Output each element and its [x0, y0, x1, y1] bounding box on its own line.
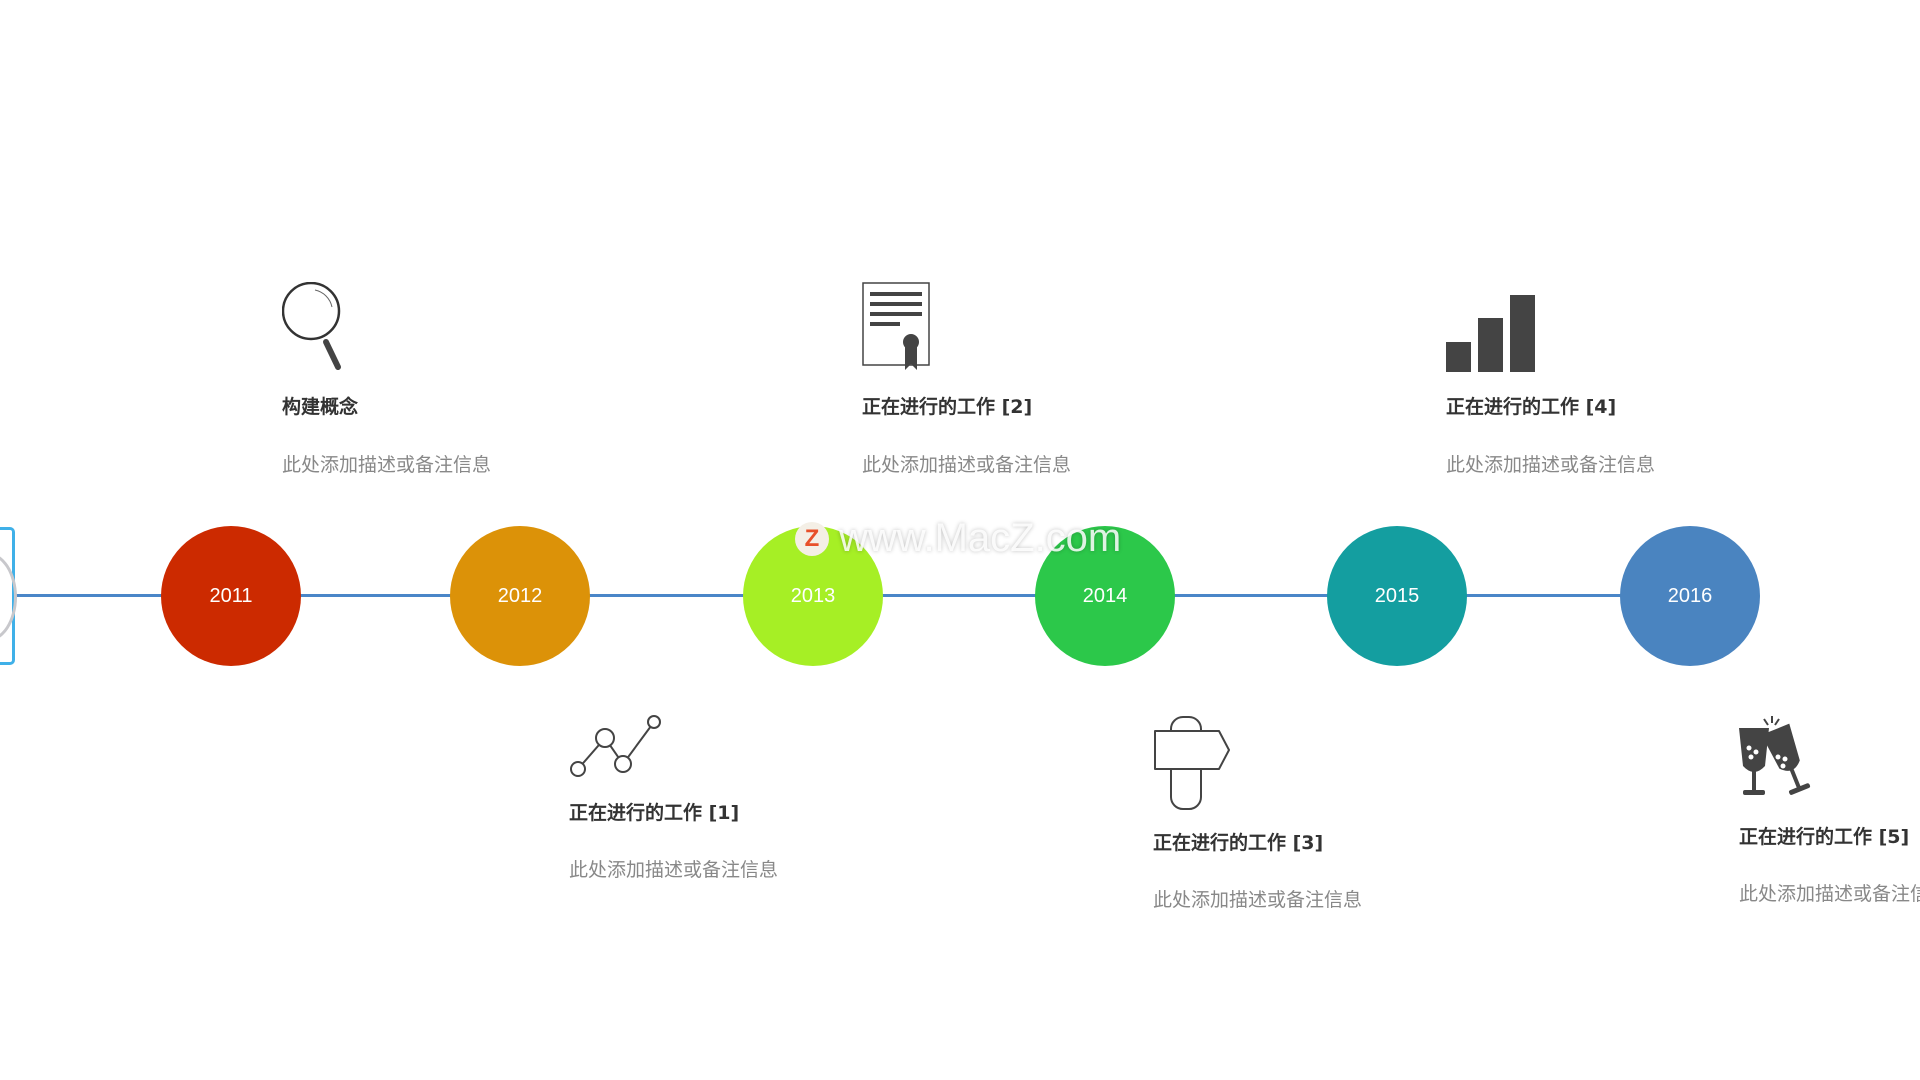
- milestone-desc: 此处添加描述或备注信息: [1153, 889, 1363, 911]
- certificate-icon: [862, 282, 930, 370]
- milestone-desc: 此处添加描述或备注信息: [1446, 454, 1656, 476]
- selected-shape-handle[interactable]: [0, 527, 17, 665]
- milestone-title: 构建概念: [282, 396, 359, 418]
- year-node-2014[interactable]: 2014: [1035, 526, 1175, 666]
- milestone-desc: 此处添加描述或备注信息: [1739, 883, 1920, 905]
- milestone-title: 正在进行的工作 [4]: [1446, 396, 1617, 418]
- year-node-2011[interactable]: 2011: [161, 526, 301, 666]
- partial-circle-shape: [0, 552, 17, 642]
- milestone-desc: 此处添加描述或备注信息: [282, 454, 492, 476]
- watermark-logo-icon: Z: [795, 521, 829, 556]
- champagne-icon: [1739, 716, 1811, 795]
- line-chart-icon: [570, 715, 661, 777]
- milestone-title: 正在进行的工作 [3]: [1153, 832, 1324, 854]
- bar-chart-icon: [1446, 295, 1535, 372]
- signpost-icon: [1154, 716, 1230, 810]
- magnifier-icon: [282, 282, 341, 370]
- milestone-desc: 此处添加描述或备注信息: [862, 454, 1072, 476]
- milestone-title: 正在进行的工作 [5]: [1739, 826, 1910, 848]
- year-node-2012[interactable]: 2012: [450, 526, 590, 666]
- year-node-2016[interactable]: 2016: [1620, 526, 1760, 666]
- milestone-desc: 此处添加描述或备注信息: [569, 859, 779, 881]
- year-node-2015[interactable]: 2015: [1327, 526, 1467, 666]
- milestone-title: 正在进行的工作 [2]: [862, 396, 1033, 418]
- milestone-title: 正在进行的工作 [1]: [569, 802, 740, 824]
- watermark-text: www.MacZ.com: [839, 516, 1122, 560]
